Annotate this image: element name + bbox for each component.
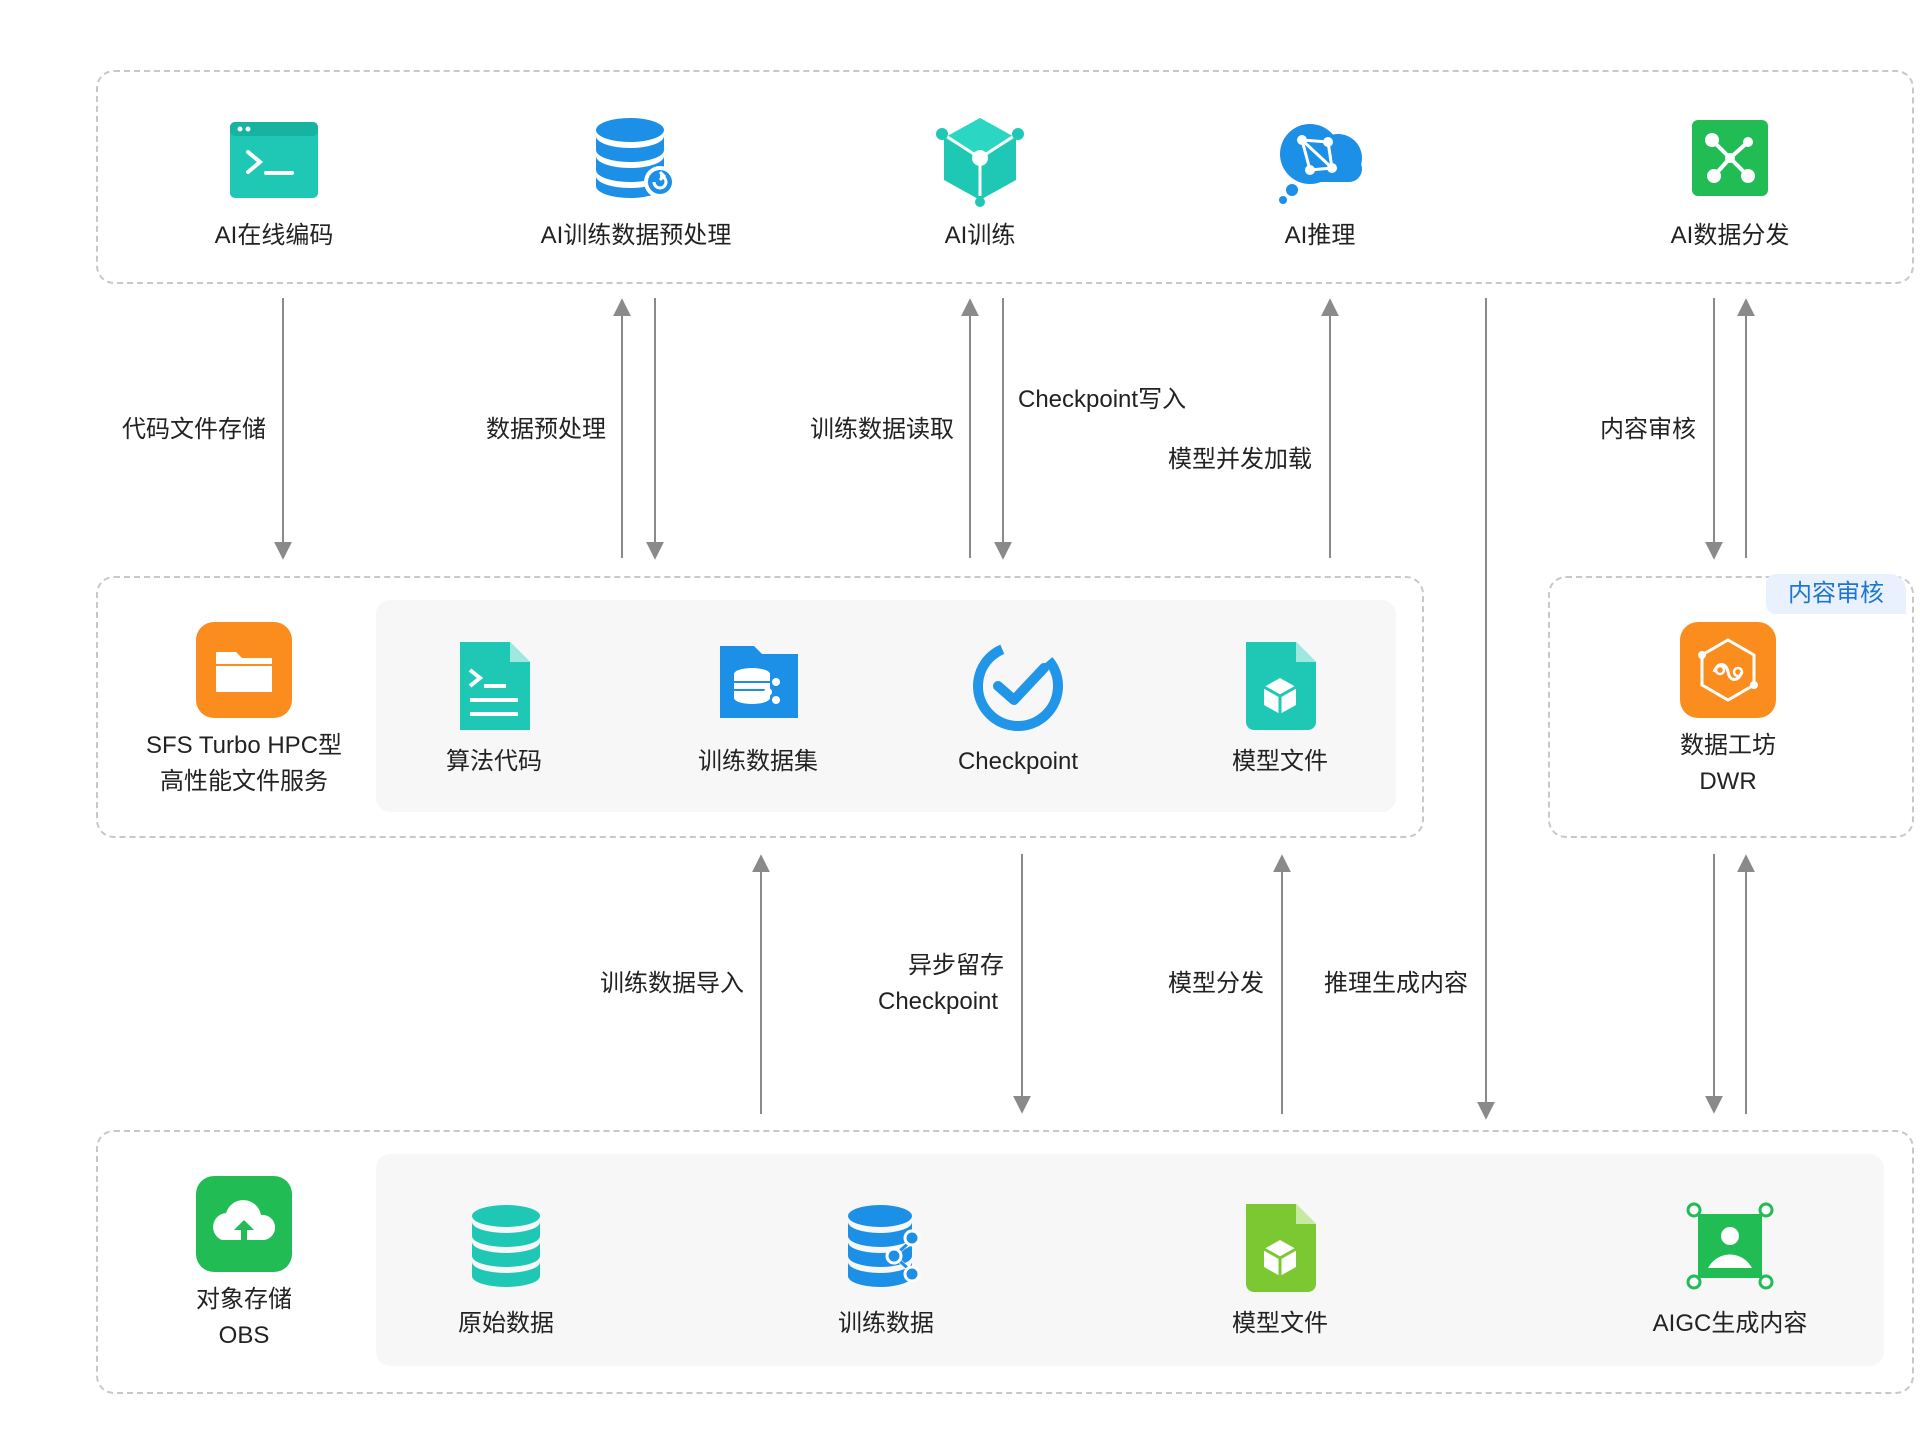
network-cube-icon [936, 118, 1024, 207]
node-training-dataset: 训练数据集 [608, 638, 908, 780]
node-sfs-turbo: SFS Turbo HPC型 高性能文件服务 [94, 622, 394, 800]
node-model-file-sfs: 模型文件 [1130, 638, 1430, 780]
code-document-icon [460, 642, 530, 730]
dwr-container [1548, 576, 1914, 838]
node-label: 模型文件 [1232, 748, 1328, 775]
cloud-upload-icon [196, 1176, 292, 1272]
node-label: 数据工坊 DWR [1578, 728, 1878, 800]
edge-label-model-load: 模型并发加载 [1168, 446, 1312, 473]
obs-container [96, 1130, 1914, 1394]
node-ai-data-distribution: AI数据分发 [1580, 112, 1880, 254]
edge-label-preprocess: 数据预处理 [486, 416, 606, 443]
database-share-icon [848, 1205, 921, 1287]
edge-label-async-1: 异步留存 [908, 952, 1004, 979]
node-ai-data-preprocess: AI训练数据预处理 [486, 112, 786, 254]
node-algorithm-code: 算法代码 [344, 638, 644, 780]
folder-icon [196, 622, 292, 718]
node-label: 训练数据 [838, 1310, 934, 1337]
node-label: 原始数据 [458, 1310, 554, 1337]
node-label: 训练数据集 [698, 748, 818, 775]
node-label: Checkpoint [957, 748, 1079, 775]
sfs-subtitle: 高性能文件服务 [160, 768, 328, 795]
ai-apps-container [96, 70, 1914, 284]
node-ai-inference: AI推理 [1170, 112, 1470, 254]
node-checkpoint: Checkpoint [868, 638, 1168, 780]
obs-subtitle: OBS [218, 1322, 270, 1349]
edge-label-content-review: 内容审核 [1600, 416, 1696, 443]
node-label: 对象存储 OBS [94, 1282, 394, 1354]
content-review-tag: 内容审核 [1766, 574, 1906, 614]
image-frame-icon [1686, 1202, 1774, 1290]
cloud-graph-icon [1279, 124, 1362, 204]
node-label: 模型文件 [1232, 1310, 1328, 1337]
node-label: 算法代码 [446, 748, 542, 775]
model-file-icon [1246, 642, 1316, 730]
sfs-turbo-container [96, 576, 1424, 838]
node-obs: 对象存储 OBS [94, 1176, 394, 1354]
edge-label-train-import: 训练数据导入 [600, 970, 744, 997]
edge-label-train-read: 训练数据读取 [810, 416, 954, 443]
dwr-title: 数据工坊 [1680, 732, 1776, 759]
node-label: AI在线编码 [214, 222, 334, 249]
node-dwr: 数据工坊 DWR [1578, 622, 1878, 800]
workflow-hexagon-icon [1680, 622, 1776, 718]
node-label: AI训练 [944, 222, 1016, 249]
node-raw-data: 原始数据 [356, 1200, 656, 1342]
node-aigc-content: AIGC生成内容 [1580, 1200, 1880, 1342]
node-label: AI训练数据预处理 [540, 222, 732, 249]
node-label: AI数据分发 [1670, 222, 1790, 249]
terminal-window-icon [230, 122, 318, 198]
node-label: AI推理 [1284, 222, 1356, 249]
checkpoint-check-icon [973, 641, 1063, 731]
edge-label-checkpoint-write: Checkpoint写入 [1018, 386, 1187, 413]
node-model-file-obs: 模型文件 [1130, 1200, 1430, 1342]
edge-label-async-2: Checkpoint [878, 988, 999, 1015]
node-label: AIGC生成内容 [1652, 1310, 1808, 1337]
node-ai-online-coding: AI在线编码 [124, 112, 424, 254]
edge-label-code-storage: 代码文件存储 [122, 416, 266, 443]
sfs-items-panel [376, 600, 1396, 812]
sfs-title: SFS Turbo HPC型 [145, 732, 343, 759]
node-label: SFS Turbo HPC型 高性能文件服务 [94, 728, 394, 800]
database-icon [472, 1205, 540, 1287]
database-refresh-icon [596, 118, 676, 198]
obs-items-panel [376, 1154, 1884, 1366]
edge-label-inference-output: 推理生成内容 [1324, 970, 1468, 997]
share-nodes-icon [1692, 120, 1768, 196]
dataset-folder-icon [720, 646, 798, 718]
dwr-subtitle: DWR [1699, 768, 1757, 795]
obs-title: 对象存储 [196, 1286, 292, 1313]
node-training-data: 训练数据 [736, 1200, 1036, 1342]
edge-label-model-distribute: 模型分发 [1168, 970, 1264, 997]
node-ai-training: AI训练 [830, 112, 1130, 254]
model-file-green-icon [1246, 1204, 1316, 1292]
